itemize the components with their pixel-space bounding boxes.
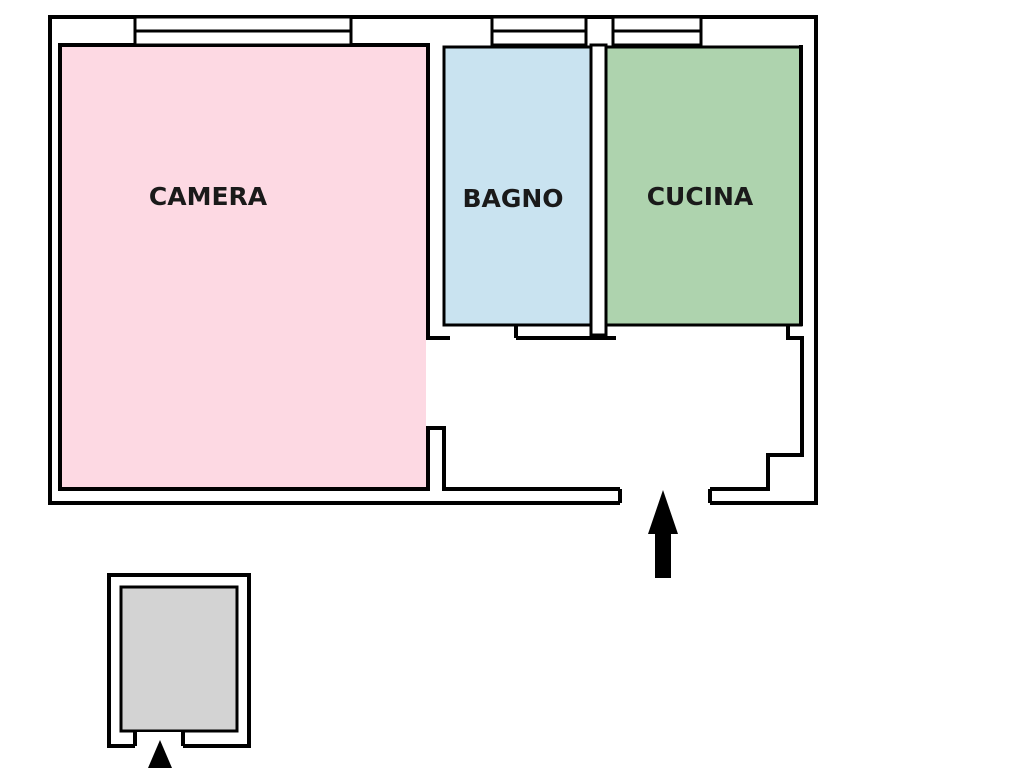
storage-room [119,585,239,733]
windows [133,15,703,47]
entrance-arrow-icon [648,490,678,578]
room-camera [62,47,426,487]
room-label-camera: CAMERA [149,182,268,211]
room-bagno [442,45,593,327]
room-label-bagno: BAGNO [462,184,563,213]
room-label-cucina: CUCINA [647,182,754,211]
storage-unit [107,573,251,748]
storage-entrance-arrow-icon [148,740,172,768]
partition-walls [514,43,804,503]
room-cucina [604,45,803,327]
